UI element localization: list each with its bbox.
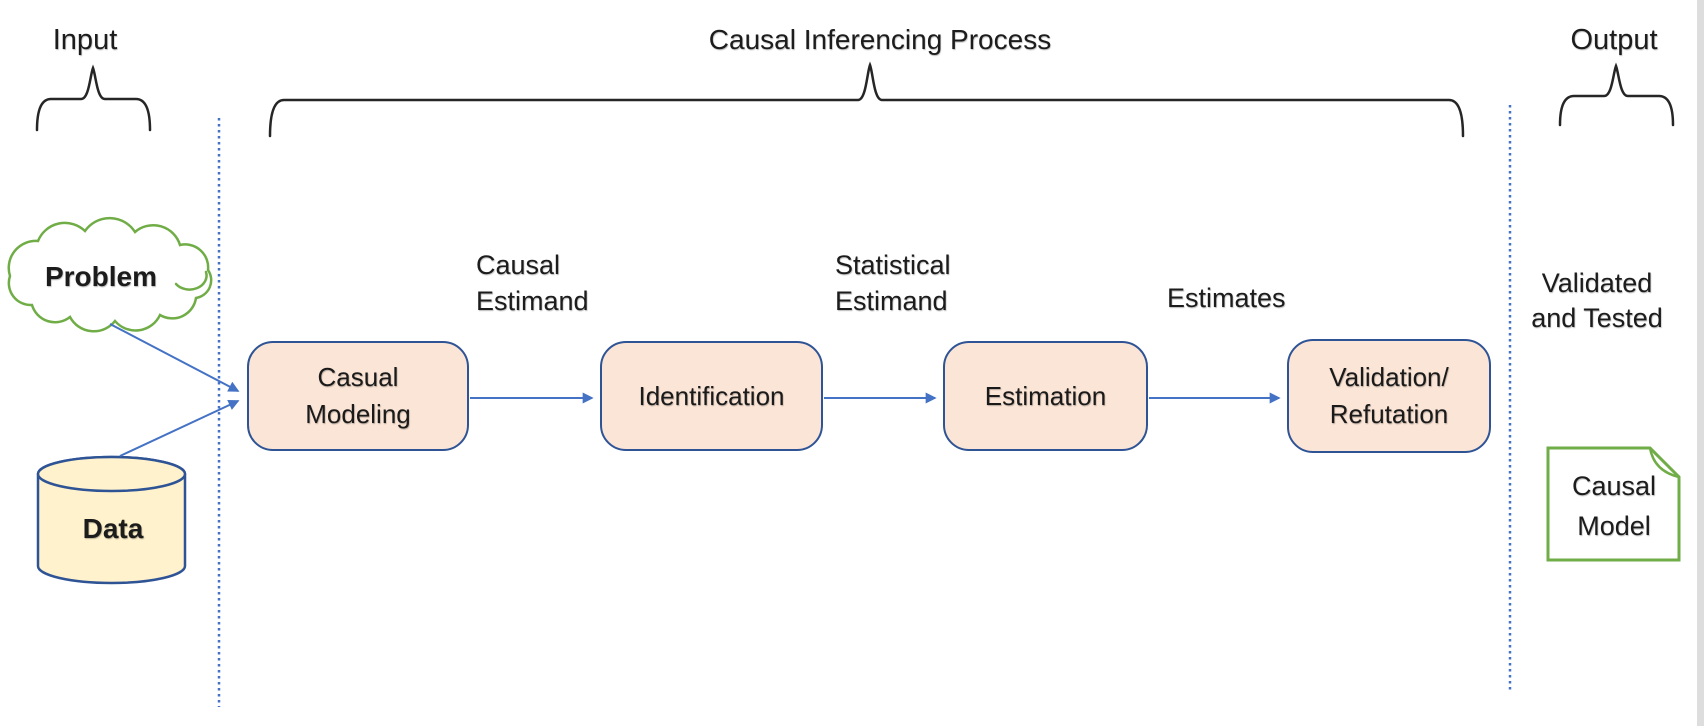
- step-label-validation-refutation: Validation/ Refutation: [1329, 362, 1449, 429]
- step-label-estimation: Estimation: [984, 380, 1107, 411]
- arrow-data-to-modeling: [119, 399, 240, 457]
- validated-and-tested-label: Validated and Tested: [1531, 268, 1663, 333]
- arrow-problem-to-modeling: [109, 323, 240, 392]
- step-label-identification: Identification: [638, 380, 785, 411]
- data-cylinder-label: Data: [82, 513, 144, 544]
- input-brace: [35, 64, 152, 132]
- output-section-label: Output: [1570, 24, 1658, 56]
- step-label-casual-modeling: Casual Modeling: [305, 362, 411, 429]
- problem-cloud-curl: [174, 270, 208, 291]
- causal-model-document-shape: [1546, 446, 1681, 562]
- step-box-validation-refutation: Validation/ Refutation: [1287, 339, 1491, 453]
- step-box-estimation: Estimation: [943, 341, 1148, 451]
- data-cylinder-top: [36, 455, 187, 493]
- step-box-identification: Identification: [600, 341, 823, 451]
- problem-cloud-shape: [7, 216, 213, 333]
- input-section-label: Input: [52, 24, 118, 56]
- problem-cloud-label: Problem: [44, 261, 158, 292]
- flow-label-statistical-estimand: Statistical Estimand: [835, 250, 951, 316]
- output-brace: [1558, 62, 1675, 127]
- flow-label-estimates: Estimates: [1167, 283, 1286, 313]
- process-section-label: Causal Inferencing Process: [708, 24, 1052, 55]
- causal-model-document-fold: [1648, 447, 1680, 479]
- causal-model-label: Causal Model: [1571, 471, 1657, 541]
- process-brace: [268, 61, 1465, 138]
- slide-edge-strip: [1697, 0, 1704, 726]
- step-box-casual-modeling: Casual Modeling: [247, 341, 469, 451]
- flow-label-causal-estimand: Causal Estimand: [476, 250, 589, 316]
